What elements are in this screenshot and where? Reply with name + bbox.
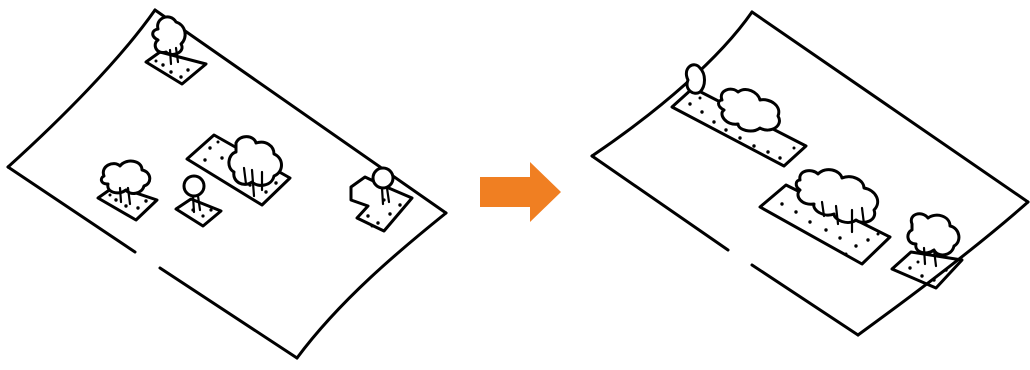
- tree-pad-top-left: [144, 15, 208, 86]
- tree-pad-right: [890, 212, 964, 290]
- tree-pad-small-round: [174, 174, 223, 228]
- after-panel: [590, 10, 1030, 337]
- right-arrow-icon: [480, 162, 561, 222]
- tree-strip-middle: [758, 168, 892, 266]
- tree-pad-lower-left: [96, 159, 159, 222]
- tree-pad-right-l-shape: [349, 166, 414, 233]
- before-site-outline: [6, 8, 448, 360]
- tree-strip-upper: [670, 63, 808, 168]
- after-site-outline: [590, 10, 1030, 337]
- before-panel: [6, 8, 448, 360]
- tree-pad-center: [185, 133, 292, 207]
